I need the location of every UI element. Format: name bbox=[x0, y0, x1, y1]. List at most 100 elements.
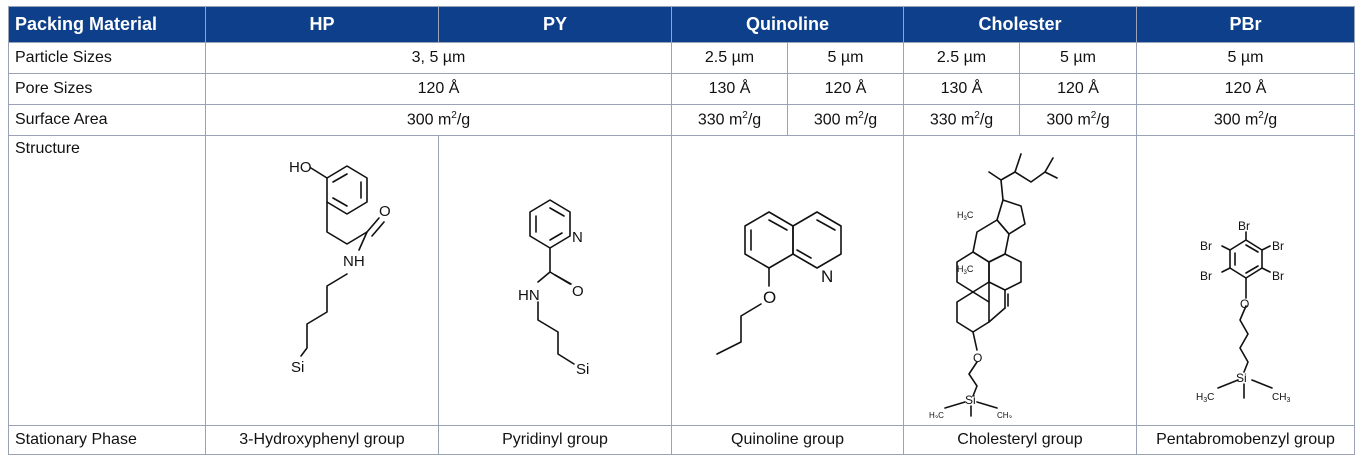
stationary-phase-label: Stationary Phase bbox=[8, 425, 206, 455]
structure-hp-cell: HO O NH Si bbox=[205, 135, 439, 426]
py-hn-label: HN bbox=[518, 287, 540, 304]
py-o-label: O bbox=[572, 283, 584, 300]
pbr-br-label: Br bbox=[1200, 269, 1212, 283]
pbr-br-label: Br bbox=[1272, 239, 1284, 253]
surface-area-cholester-b: 300 m2/g bbox=[1019, 104, 1137, 136]
py-double-bond bbox=[549, 207, 565, 217]
pbr-br-bond bbox=[1260, 267, 1271, 273]
hp-ho-label: HO bbox=[289, 159, 312, 176]
unit-tail: /g bbox=[747, 111, 762, 129]
pore-sizes-row: Pore Sizes 120 Å 130 Å 120 Å 130 Å 120 Å… bbox=[8, 73, 1355, 105]
particle-size-cholester-b: 5 µm bbox=[1019, 42, 1137, 74]
unit-superscript: 2 bbox=[451, 110, 457, 122]
pbr-double-bond bbox=[1244, 265, 1259, 274]
header-pbr: PBr bbox=[1136, 6, 1355, 43]
stationary-phase-quinoline: Quinoline group bbox=[671, 425, 904, 455]
cholester-ch3-label: CH3 bbox=[997, 411, 1013, 418]
hp-propyl-chain bbox=[300, 273, 348, 357]
py-si-label: Si bbox=[576, 361, 589, 378]
pbr-ch3-label: CH3 bbox=[1272, 392, 1290, 404]
surface-area-value: 300 m bbox=[406, 111, 452, 129]
cholester-si-label: Si bbox=[965, 393, 976, 407]
unit-tail: /g bbox=[1096, 111, 1110, 129]
quinoline-double-bond bbox=[767, 219, 788, 231]
surface-area-quinoline-a: 330 m2/g bbox=[671, 104, 788, 136]
cholester-ether-bond bbox=[972, 331, 978, 351]
structure-label: Structure bbox=[8, 135, 206, 426]
unit-superscript: 2 bbox=[974, 110, 980, 122]
stationary-phase-pbr: Pentabromobenzyl group bbox=[1136, 425, 1355, 455]
hp-carbonyl-bond bbox=[371, 221, 385, 237]
stationary-phase-row: Stationary Phase 3-Hydroxyphenyl group P… bbox=[8, 425, 1355, 455]
unit-tail: /g bbox=[979, 111, 994, 129]
hp-acetyl-chain bbox=[326, 201, 368, 245]
surface-area-value: 300 m bbox=[1046, 111, 1091, 129]
cholester-side-chain bbox=[1000, 179, 1004, 201]
header-quinoline: Quinoline bbox=[671, 6, 904, 43]
structure-cholester-cell: H3C H3C O Si H3C CH3 bbox=[903, 135, 1137, 426]
pbr-si-label: Si bbox=[1236, 371, 1247, 385]
structure-py-cell: N HN O Si bbox=[438, 135, 672, 426]
cholester-ring-b bbox=[988, 253, 1022, 291]
particle-size-pbr: 5 µm bbox=[1136, 42, 1355, 74]
quinoline-double-bond bbox=[795, 249, 812, 259]
py-double-bond bbox=[549, 232, 563, 241]
cholester-propyl-chain bbox=[968, 361, 978, 397]
surface-area-value: 330 m bbox=[929, 111, 975, 129]
quinoline-structure-image: N O bbox=[715, 211, 842, 355]
unit-superscript: 2 bbox=[1090, 110, 1097, 122]
surface-area-pbr: 300 m2/g bbox=[1136, 104, 1355, 136]
particle-size-hp-py: 3, 5 µm bbox=[205, 42, 672, 74]
cholester-methyl-label-a: H3C bbox=[957, 210, 974, 222]
particle-size-quinoline-b: 5 µm bbox=[787, 42, 904, 74]
unit-tail: /g bbox=[1263, 111, 1278, 129]
pore-sizes-label: Pore Sizes bbox=[8, 73, 206, 105]
pore-size-cholester-a: 130 Å bbox=[903, 73, 1020, 105]
header-packing-material: Packing Material bbox=[8, 6, 206, 43]
hp-o-label: O bbox=[379, 203, 391, 220]
particle-sizes-label: Particle Sizes bbox=[8, 42, 206, 74]
cholester-side-chain bbox=[1014, 153, 1022, 173]
hp-carbonyl-bond bbox=[366, 217, 380, 233]
pore-size-quinoline-a: 130 Å bbox=[671, 73, 788, 105]
surface-area-quinoline-b: 300 m2/g bbox=[787, 104, 904, 136]
particle-sizes-row: Particle Sizes 3, 5 µm 2.5 µm 5 µm 2.5 µ… bbox=[8, 42, 1355, 74]
surface-area-value: 300 m bbox=[813, 111, 859, 129]
quinoline-double-bond bbox=[815, 219, 836, 231]
unit-superscript: 2 bbox=[742, 110, 748, 122]
pbr-br-label: Br bbox=[1238, 219, 1250, 233]
cholester-h3c-label: H3C bbox=[929, 411, 944, 418]
stationary-phase-cholester: Cholesteryl group bbox=[903, 425, 1137, 455]
hp-double-bond bbox=[332, 173, 348, 183]
quinoline-n-label: N bbox=[821, 267, 833, 286]
pore-size-hp-py: 120 Å bbox=[205, 73, 672, 105]
pbr-h3c-label: H3C bbox=[1196, 392, 1214, 404]
surface-area-label: Surface Area bbox=[8, 104, 206, 136]
pbr-propyl-chain bbox=[1238, 305, 1249, 373]
py-n-label: N bbox=[572, 229, 583, 246]
unit-superscript: 2 bbox=[1258, 110, 1264, 122]
structure-quinoline-cell: N O bbox=[671, 135, 904, 426]
unit-tail: /g bbox=[863, 111, 878, 129]
cholester-structure-image: H3C H3C O Si H3C CH3 bbox=[929, 153, 1058, 418]
packing-material-table: Packing Material HP PY Quinoline Cholest… bbox=[8, 6, 1355, 455]
quinoline-o-label: O bbox=[763, 288, 776, 307]
structure-pbr-cell: Br Br Br Br Br O Si H3C CH3 bbox=[1136, 135, 1355, 426]
cholester-si-methyl bbox=[976, 401, 998, 409]
surface-area-hp-py: 300 m2/g bbox=[205, 104, 672, 136]
cholester-methyl-label-b: H3C bbox=[957, 264, 974, 276]
hp-double-bond bbox=[332, 197, 348, 207]
pore-size-quinoline-b: 120 Å bbox=[787, 73, 904, 105]
hp-si-label: Si bbox=[291, 359, 304, 376]
header-py: PY bbox=[438, 6, 672, 43]
pbr-br-label: Br bbox=[1200, 239, 1212, 253]
cholester-side-chain bbox=[1044, 157, 1054, 173]
py-pyridine-ring bbox=[529, 199, 571, 249]
pbr-si-methyl bbox=[1216, 379, 1239, 389]
pbr-br-label: Br bbox=[1272, 269, 1284, 283]
pbr-br-bond bbox=[1260, 245, 1271, 251]
pbr-si-methyl bbox=[1250, 379, 1273, 389]
py-propyl-chain bbox=[537, 301, 575, 365]
pbr-o-label: O bbox=[1240, 297, 1249, 311]
py-carbonyl-bond bbox=[554, 274, 572, 285]
